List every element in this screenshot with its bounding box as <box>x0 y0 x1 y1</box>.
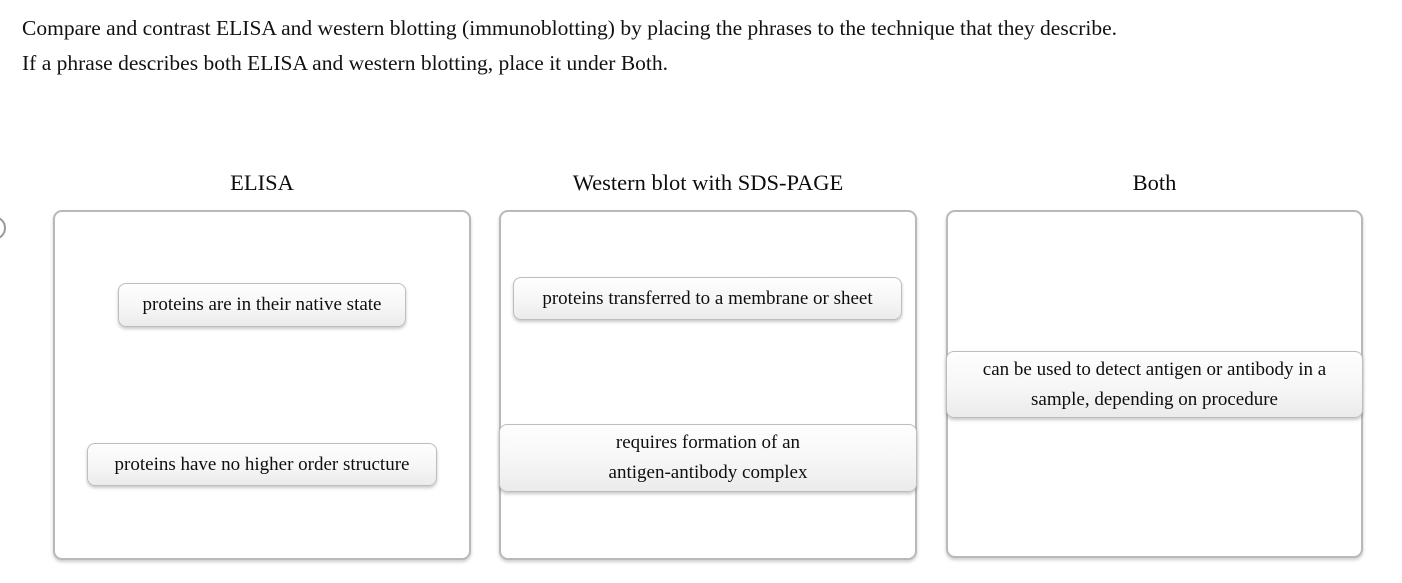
column-header-elisa: ELISA <box>230 170 294 195</box>
instruction-line-1: Compare and contrast ELISA and western b… <box>22 16 1118 40</box>
phrase-chip-no-higher-order-structure[interactable]: proteins have no higher order structure <box>87 443 437 486</box>
drop-zone-elisa[interactable] <box>53 210 471 560</box>
phrase-chip-antigen-antibody-complex[interactable]: requires formation of an antigen-antibod… <box>499 424 917 492</box>
drop-zone-western-blot[interactable] <box>499 210 917 560</box>
column-header-western-blot: Western blot with SDS-PAGE <box>572 170 844 195</box>
phrase-chip-label-line-1: requires formation of an <box>615 432 801 453</box>
instructions: Compare and contrast ELISA and western b… <box>22 11 1397 81</box>
clipped-circle-artifact <box>0 216 6 240</box>
phrase-chip-label: proteins transferred to a membrane or sh… <box>542 287 873 309</box>
phrase-chip-detect-antigen-or-antibody[interactable]: can be used to detect antigen or antibod… <box>946 351 1363 418</box>
phrase-chip-label-line-1: can be used to detect antigen or antibod… <box>982 358 1327 380</box>
column-header-both: Both <box>1132 170 1177 195</box>
phrase-chip-native-state[interactable]: proteins are in their native state <box>118 283 406 327</box>
phrase-chip-label-line-2: antigen-antibody complex <box>608 462 808 483</box>
phrase-chip-label: proteins are in their native state <box>142 294 382 315</box>
phrase-chip-label: proteins have no higher order structure <box>114 453 410 475</box>
instruction-line-2: If a phrase describes both ELISA and wes… <box>22 51 669 75</box>
phrase-chip-label-line-2: sample, depending on procedure <box>1031 388 1278 410</box>
phrase-chip-transferred-to-membrane[interactable]: proteins transferred to a membrane or sh… <box>513 277 902 320</box>
